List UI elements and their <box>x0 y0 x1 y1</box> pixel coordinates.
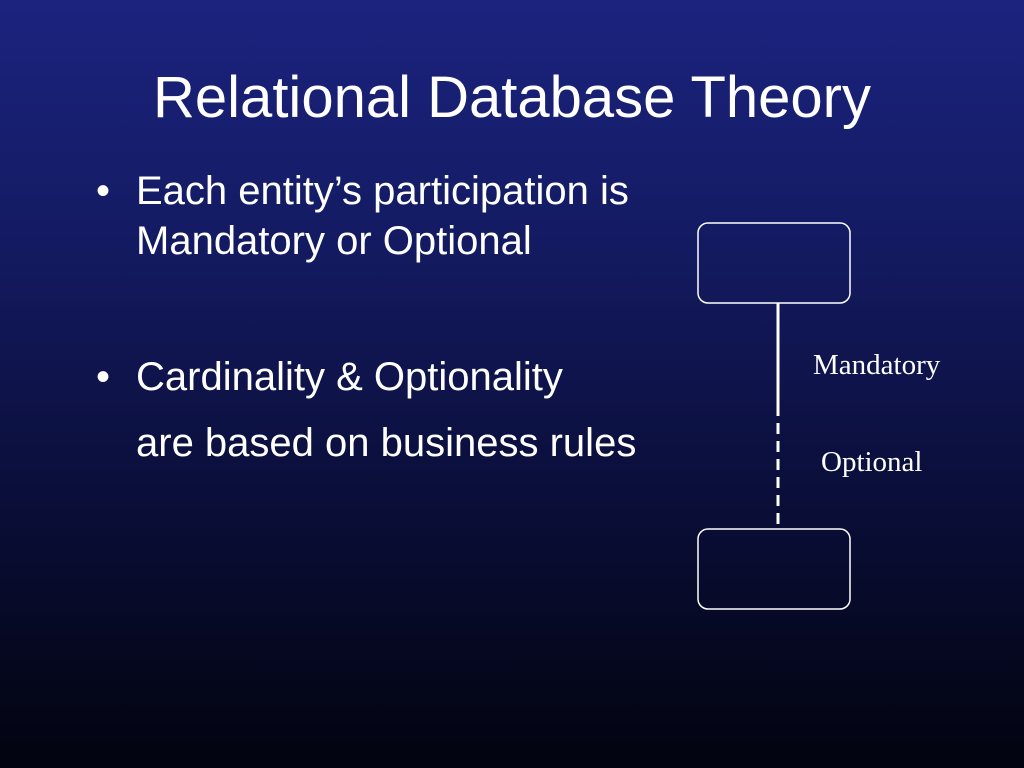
bullet-dot-icon: • <box>96 169 111 213</box>
bullet-dot-icon: • <box>96 355 111 399</box>
bullet-list: • Each entity’s participation is Mandato… <box>96 166 736 468</box>
bullet-item-cardinality: • Cardinality & Optionality are based on… <box>96 352 736 468</box>
bullet-item-participation: • Each entity’s participation is Mandato… <box>96 166 736 266</box>
mandatory-label: Mandatory <box>813 349 941 381</box>
optional-label: Optional <box>821 446 923 478</box>
bullet-text-line: Mandatory or Optional <box>136 219 532 263</box>
bullet-text-line: Cardinality & Optionality <box>136 355 563 399</box>
entity-box-bottom <box>697 528 851 610</box>
bullet-text-line: Each entity’s participation is <box>136 169 629 213</box>
bullet-text-line: are based on business rules <box>136 421 637 465</box>
slide-title: Relational Database Theory <box>153 65 871 130</box>
